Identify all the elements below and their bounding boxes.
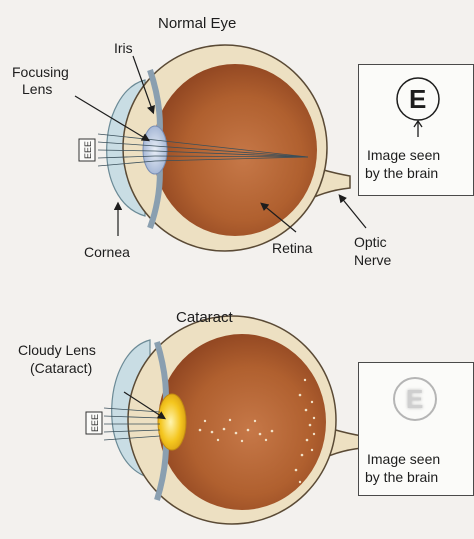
optic-label-line2: Nerve bbox=[354, 252, 391, 268]
cloudy-label-line1: Cloudy Lens bbox=[18, 342, 96, 358]
cloudy-label-line2: (Cataract) bbox=[30, 360, 92, 376]
svg-text:EEE: EEE bbox=[90, 414, 100, 432]
eye-interior bbox=[153, 64, 317, 236]
cataract-title: Cataract bbox=[176, 310, 233, 326]
focusing-label-line1: Focusing bbox=[12, 64, 69, 80]
image-seen-box: E Image seen by the brain bbox=[358, 64, 474, 196]
optic-label-line1: Optic bbox=[354, 234, 387, 250]
svg-text:EEE: EEE bbox=[83, 141, 93, 159]
image-seen-2-line2: by the brain bbox=[365, 469, 438, 486]
retina-label: Retina bbox=[272, 240, 312, 256]
cataract-eye: EEE bbox=[86, 316, 362, 524]
object-symbol-2: EEE bbox=[86, 412, 102, 434]
iris-label: Iris bbox=[114, 40, 133, 56]
cornea-label: Cornea bbox=[84, 244, 130, 260]
letter-e-blurry: E bbox=[406, 385, 423, 413]
image-seen-box-2: E Image seen by the brain bbox=[358, 362, 474, 496]
focusing-lens-shape bbox=[143, 126, 167, 174]
optic-leader bbox=[340, 196, 366, 228]
cloudy-lens-shape bbox=[158, 394, 186, 450]
focusing-label-line2: Lens bbox=[22, 81, 52, 97]
object-symbol: EEE bbox=[79, 139, 95, 161]
normal-eye-title: Normal Eye bbox=[158, 16, 236, 32]
normal-eye: EEE bbox=[75, 45, 366, 251]
image-seen-line2: by the brain bbox=[365, 165, 438, 182]
letter-e-sharp: E bbox=[409, 85, 426, 113]
image-seen-2-line1: Image seen bbox=[367, 451, 440, 468]
image-seen-line1: Image seen bbox=[367, 147, 440, 164]
